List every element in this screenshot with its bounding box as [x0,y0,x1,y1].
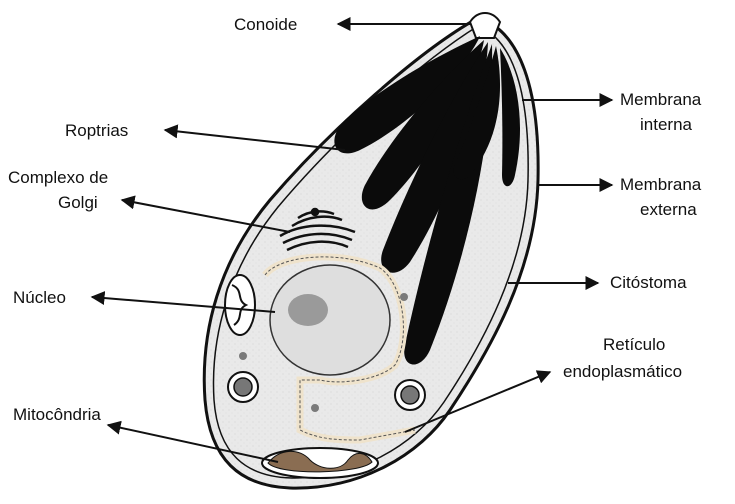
label-golgi-2: Golgi [58,193,98,212]
dense-granule-right [395,380,425,410]
label-citostoma: Citóstoma [610,273,687,292]
label-reticulo-2: endoplasmático [563,362,682,381]
conoid [470,13,500,38]
nucleolus [288,294,328,326]
label-mitocondria: Mitocôndria [13,405,101,424]
label-nucleo: Núcleo [13,288,66,307]
mitochondrion [262,448,378,478]
label-membrana-externa-1: Membrana [620,175,702,194]
mitochondrion-small [225,275,255,335]
label-membrana-interna-1: Membrana [620,90,702,109]
label-roptrias: Roptrias [65,121,128,140]
label-membrana-interna-2: interna [640,115,693,134]
label-golgi-1: Complexo de [8,168,108,187]
label-reticulo-1: Retículo [603,335,665,354]
label-membrana-externa-2: externa [640,200,697,219]
label-conoide: Conoide [234,15,297,34]
dense-granule-left [228,372,258,402]
arrow-roptrias [165,130,345,150]
nucleus [270,265,390,375]
